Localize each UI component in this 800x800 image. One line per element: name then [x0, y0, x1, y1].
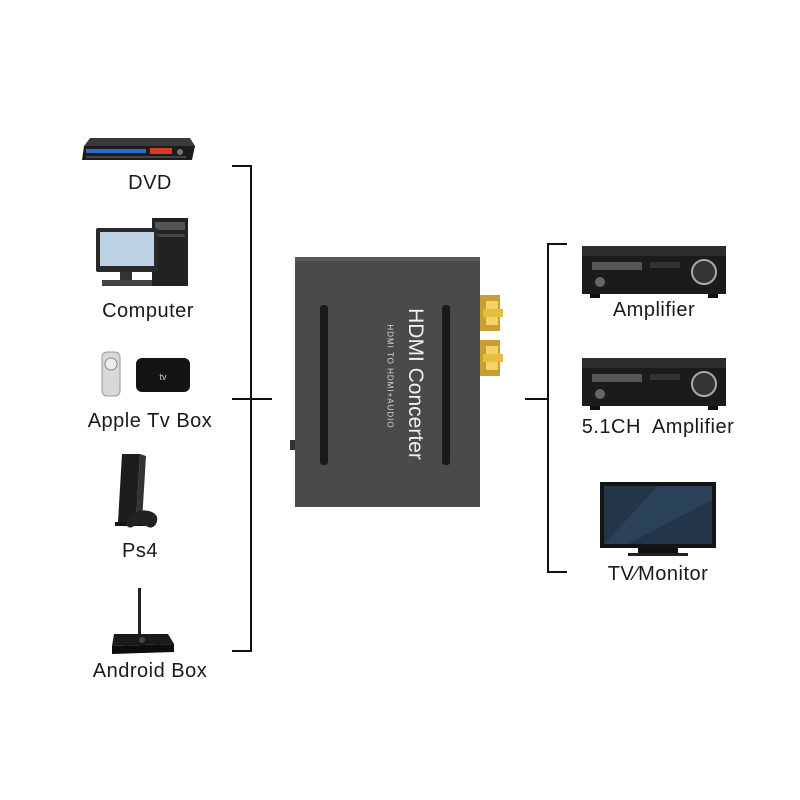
input-label-ps4: Ps4	[122, 540, 158, 562]
apple-tv-box-icon: tv	[101, 351, 190, 397]
desktop-computer-icon	[96, 218, 188, 286]
av-receiver-icon	[582, 358, 726, 410]
output-label-51ch-amplifier: 5.1CH Amplifier	[581, 416, 735, 438]
rca-connector-top	[480, 295, 503, 331]
input-label-computer: Computer	[102, 300, 194, 322]
left-bracket-vertical	[250, 165, 252, 652]
right-bracket-bottom	[547, 571, 567, 573]
ps4-console-icon	[115, 454, 158, 528]
input-label-dvd: DVD	[128, 172, 172, 194]
tv-monitor-icon	[600, 482, 716, 556]
av-receiver-icon	[582, 246, 726, 298]
right-bracket-vertical	[547, 243, 549, 573]
input-label-android-box: Android Box	[92, 660, 208, 682]
android-box-icon	[112, 588, 174, 654]
left-connector-line	[232, 398, 272, 400]
right-connector-line	[525, 398, 549, 400]
left-bracket-top	[232, 165, 252, 167]
right-bracket-top	[547, 243, 567, 245]
device-title: HDMI Concerter	[404, 308, 427, 460]
hdmi-converter-device	[290, 257, 503, 507]
output-label-amplifier: Amplifier	[612, 299, 696, 321]
dvd-player-icon	[82, 138, 195, 160]
svg-text:tv: tv	[159, 372, 167, 382]
rca-connector-bottom	[480, 340, 503, 376]
left-bracket-bottom	[232, 650, 252, 652]
input-label-apple-tv: Apple Tv Box	[87, 410, 213, 432]
output-label-tv-monitor: TV∕Monitor	[607, 563, 709, 585]
device-subtitle: HDMI TO HDMI+AUDIO	[385, 324, 395, 429]
